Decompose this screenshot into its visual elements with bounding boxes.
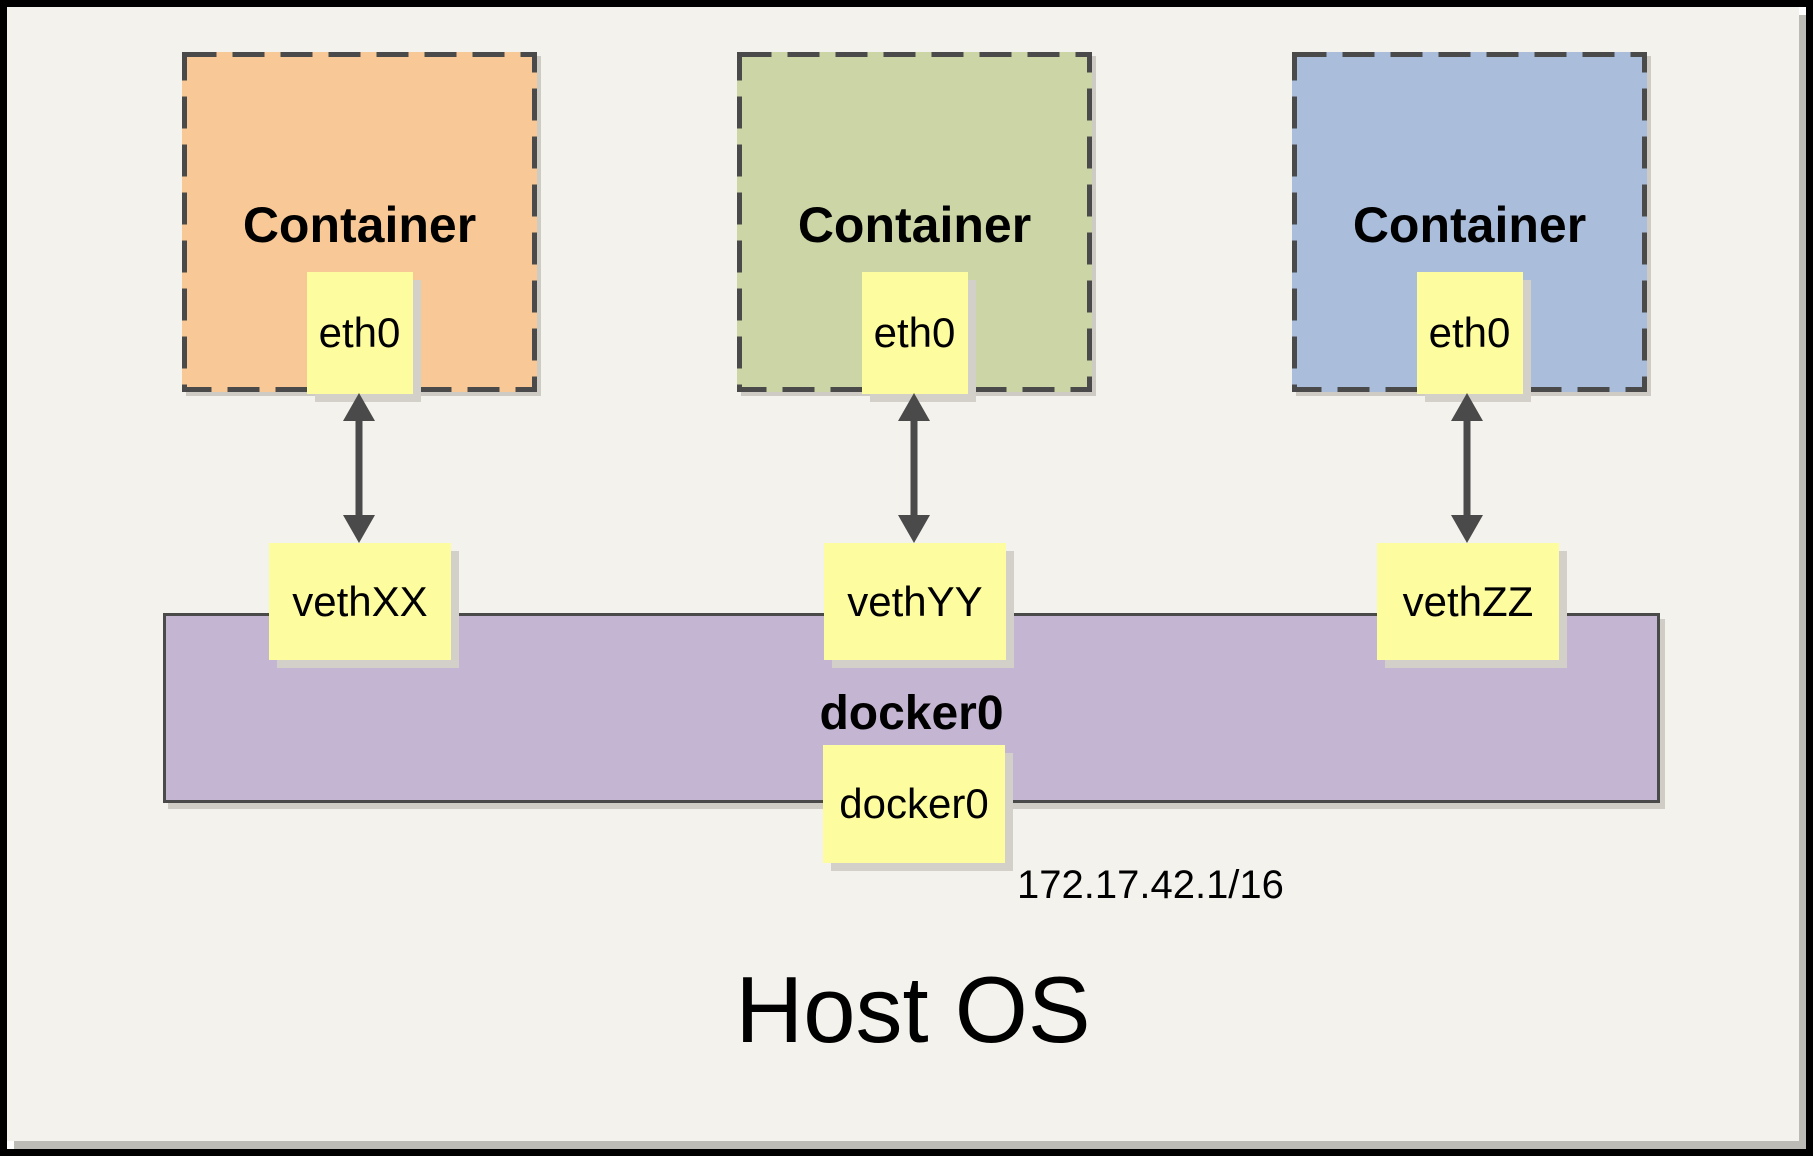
double-arrow-icon-2 <box>898 393 930 543</box>
vethZZ-note: vethZZ <box>1377 543 1559 660</box>
host-os-label: Host OS <box>735 957 1091 1062</box>
container-dashed-border <box>1292 52 1647 392</box>
eth0-interface-note-2: eth0 <box>861 272 968 394</box>
docker0-bridge-label: docker0 <box>819 687 1004 740</box>
bridge-ip-label: 172.17.42.1/16 <box>1017 863 1284 907</box>
container-dashed-border <box>182 52 537 392</box>
container-label: Container <box>1352 197 1587 253</box>
host-os-sheet: Container eth0 Container eth0 Container … <box>7 7 1799 1141</box>
double-arrow-icon-1 <box>343 393 375 543</box>
container-box-1: Container eth0 <box>182 52 537 394</box>
eth0-interface-note-1: eth0 <box>306 272 413 394</box>
container-dashed-border <box>737 52 1092 392</box>
container-label: Container <box>242 197 477 253</box>
vethYY-note: vethYY <box>824 543 1006 660</box>
container-box-2: Container eth0 <box>737 52 1092 394</box>
docker0-interface-note: docker0 <box>823 745 1005 863</box>
container-label: Container <box>797 197 1032 253</box>
double-arrow-icon-3 <box>1451 393 1483 543</box>
container-box-3: Container eth0 <box>1292 52 1647 394</box>
vethXX-note: vethXX <box>269 543 451 660</box>
eth0-interface-note-3: eth0 <box>1416 272 1523 394</box>
